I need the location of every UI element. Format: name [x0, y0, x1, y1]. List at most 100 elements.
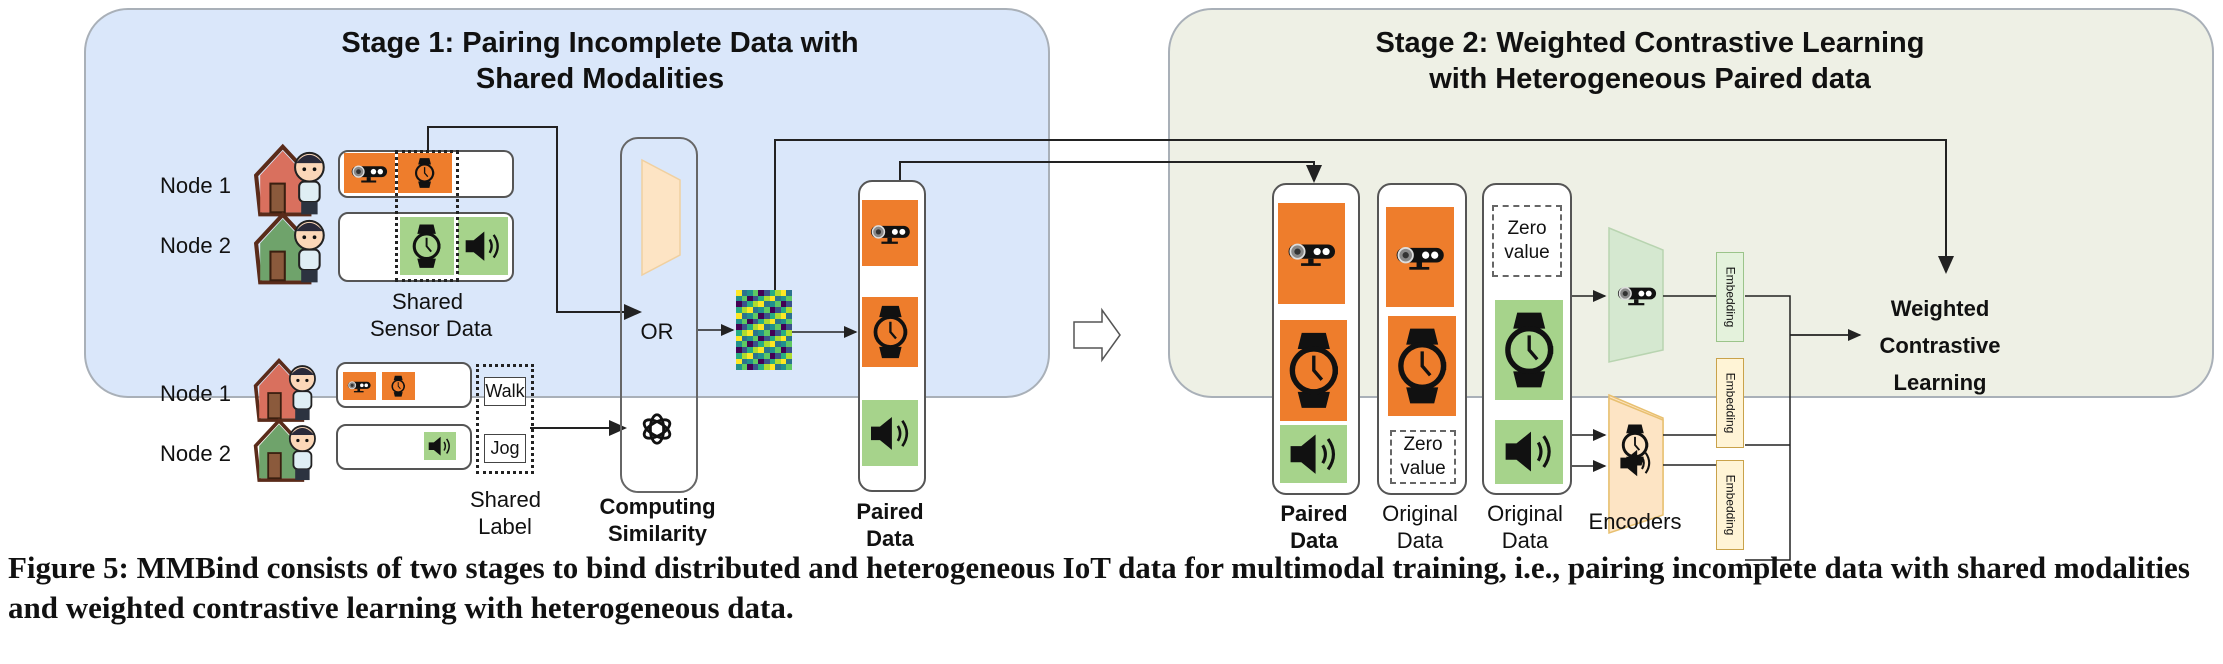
heatmap-cell: [786, 358, 792, 365]
heatmap-weight-line: [774, 139, 1954, 290]
orig1-camera-tile: [1386, 207, 1454, 307]
heatmap-cell: [752, 341, 759, 348]
heatmap-cell: [775, 324, 781, 330]
heatmap-cell: [780, 352, 787, 359]
heatmap-cell: [769, 290, 776, 296]
heatmap-cell: [758, 312, 764, 319]
heatmap-cell: [763, 290, 770, 296]
watch-icon: [385, 375, 411, 397]
heatmap-cell: [741, 312, 748, 319]
heatmap-cell: [763, 341, 770, 348]
heatmap-cell: [747, 312, 753, 319]
stage2-title-line1: Stage 2: Weighted Contrastive Learning: [1375, 27, 1925, 59]
heatmap-cell: [786, 330, 792, 336]
speaker-icon: [427, 435, 453, 457]
weighted-contrastive-learning-label: Weighted Contrastive Learning: [1855, 290, 2025, 401]
heatmap-cell: [752, 364, 759, 370]
heatmap-cell: [769, 307, 776, 313]
heatmap-cell: [763, 301, 770, 308]
shared-label-line1: Shared: [470, 487, 541, 512]
heatmap-cell: [769, 352, 776, 359]
heatmap-cell: [780, 364, 787, 370]
shared-sensor-line1: Shared: [392, 289, 463, 314]
heatmap-cell: [780, 335, 787, 342]
node2-house-person-icon: [252, 208, 334, 286]
heatmap-cell: [769, 347, 776, 353]
stage-transition-arrow: [1073, 307, 1121, 363]
figure-caption: Figure 5: MMBind consists of two stages …: [8, 550, 2190, 625]
heatmap-cell: [736, 290, 742, 296]
heatmap-cell: [741, 301, 748, 308]
embedding-label: Embedding: [1723, 266, 1737, 328]
orig1-line1: Original: [1382, 501, 1458, 526]
heatmap-cell: [752, 330, 759, 336]
heatmap-cell: [775, 364, 781, 370]
watch-icon: [1502, 310, 1556, 390]
heatmap-cell: [786, 352, 792, 359]
computing-similarity-box: [620, 137, 698, 493]
heatmap-cell: [786, 301, 792, 308]
camera-icon: [346, 375, 372, 397]
node1-watch-tile-small: [382, 372, 415, 400]
heatmap-cell: [758, 290, 764, 296]
heatmap-cell: [769, 324, 776, 330]
camera-icon: [349, 157, 390, 189]
embedding-label: Embedding: [1723, 372, 1737, 434]
heatmap-cell: [769, 364, 776, 370]
orig1-watch-tile: [1388, 316, 1456, 416]
heatmap-cell: [763, 364, 770, 370]
stage1-title-line1: Stage 1: Pairing Incomplete Data with: [341, 27, 859, 59]
heatmap-cell: [747, 290, 753, 296]
heatmap-cell: [747, 324, 753, 330]
node2-label-row-label: Node 2: [160, 441, 231, 466]
speaker-icon: [463, 223, 503, 269]
heatmap-cell: [752, 352, 759, 359]
heatmap-cell: [758, 307, 764, 313]
embedding-speaker: Embedding: [1716, 460, 1744, 550]
node1-house-person-icon: [252, 355, 324, 423]
similarity-encoder: [641, 158, 681, 277]
heatmap-cell: [775, 318, 781, 325]
heatmap-cell: [763, 312, 770, 319]
heatmap-cell: [758, 324, 764, 330]
heatmap-cell: [741, 295, 748, 302]
paired-speaker-tile: [862, 400, 918, 466]
shared-label-dotted-box: [476, 364, 534, 474]
s2-paired-camera-tile: [1278, 203, 1345, 304]
orig2-speaker-tile: [1495, 420, 1563, 484]
stage2-title: Stage 2: Weighted Contrastive Learning w…: [1250, 25, 2050, 97]
speaker-icon: [1502, 426, 1556, 477]
heatmap-cell: [736, 312, 742, 319]
heatmap-cell: [763, 352, 770, 359]
heatmap-cell: [752, 347, 759, 353]
heatmap-cell: [780, 295, 787, 302]
heatmap-cell: [747, 335, 753, 342]
heatmap-cell: [769, 341, 776, 348]
heatmap-cell: [780, 290, 787, 296]
heatmap-cell: [786, 307, 792, 313]
heatmap-cell: [780, 330, 787, 336]
paired-line1: Paired: [856, 499, 924, 524]
heatmap-cell: [775, 295, 781, 302]
camera-icon: [1393, 217, 1447, 297]
speaker-icon: [868, 407, 913, 460]
shared-label-caption: Shared Label: [470, 486, 541, 540]
zero-line2: value: [1400, 458, 1446, 479]
heatmap-cell: [769, 330, 776, 336]
original-data-label-1: Original Data: [1370, 500, 1470, 554]
heatmap-cell: [741, 364, 748, 370]
heatmap-cell: [780, 312, 787, 319]
heatmap-cell: [741, 290, 748, 296]
heatmap-cell: [741, 324, 748, 330]
watch-icon: [1395, 326, 1449, 406]
heatmap-cell: [763, 335, 770, 342]
heatmap-cell: [758, 352, 764, 359]
shared-sensor-label: Shared Sensor Data: [370, 288, 492, 342]
heatmap-cell: [780, 347, 787, 353]
camera-icon: [868, 207, 913, 260]
embedding-watch: Embedding: [1716, 358, 1744, 448]
camera-icon: [1615, 280, 1659, 310]
heatmap-cell: [786, 324, 792, 330]
heatmap-cell: [736, 307, 742, 313]
